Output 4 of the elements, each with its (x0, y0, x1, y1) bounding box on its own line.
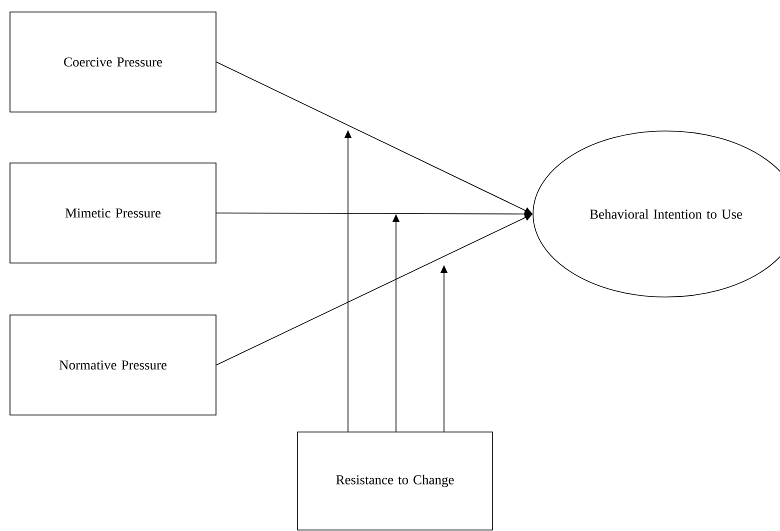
process-box: Normative Pressure (10, 314, 216, 416)
process-box: Resistance to Change (297, 432, 493, 530)
process-box: Coercive Pressure (10, 12, 216, 112)
process-box: Mimetic Pressure (10, 162, 216, 264)
